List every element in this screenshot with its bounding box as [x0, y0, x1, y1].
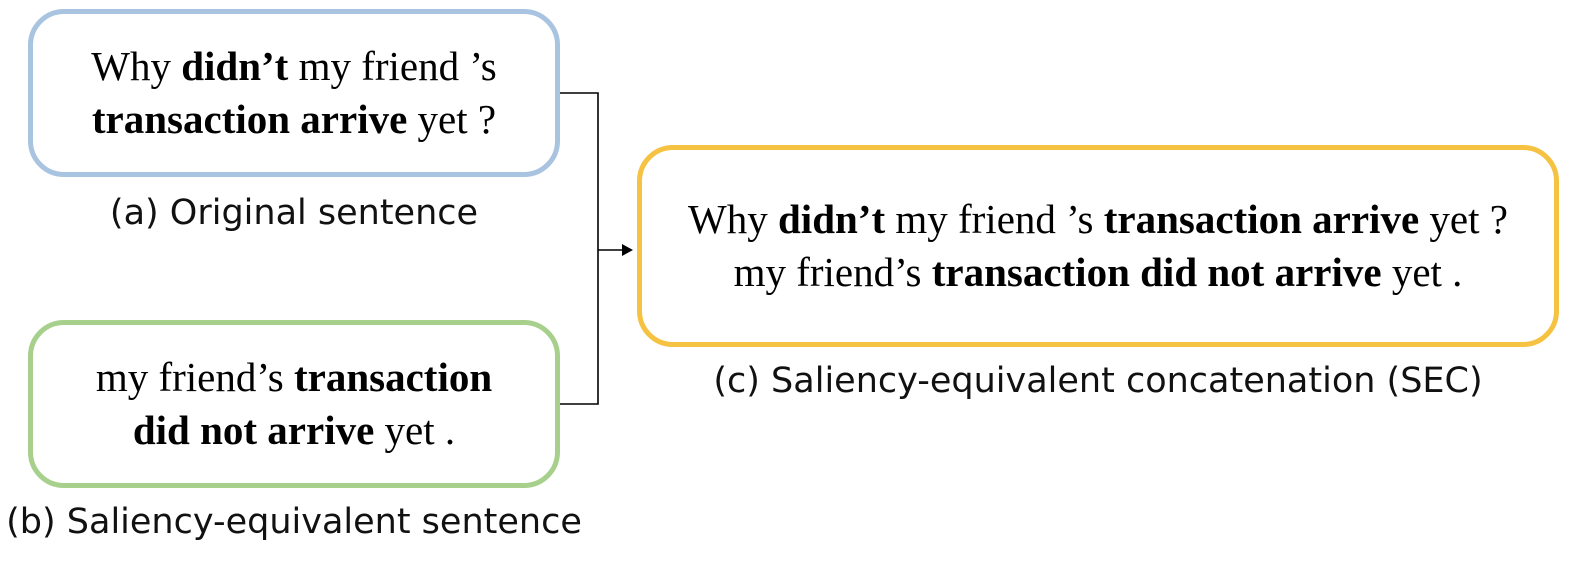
sec-segment: my friend ’s: [885, 196, 1104, 242]
connector-from-saliency-equivalent: [560, 250, 599, 405]
saliency-equivalent-segment: yet .: [374, 407, 456, 453]
saliency-equivalent-sentence-text: my friend’s transaction did not arrive y…: [64, 351, 524, 457]
original-sentence-text: Why didn’t my friend ’s transaction arri…: [64, 40, 524, 146]
sec-text: Why didn’t my friend ’s transaction arri…: [688, 193, 1508, 299]
original-sentence-box: Why didn’t my friend ’s transaction arri…: [28, 9, 560, 177]
saliency-equivalent-segment: transaction: [293, 354, 493, 400]
sec-segment: transaction did not arrive: [931, 249, 1382, 295]
saliency-equivalent-sentence-box: my friend’s transaction did not arrive y…: [28, 320, 560, 488]
original-sentence-caption: (a) Original sentence: [109, 193, 479, 233]
original-segment: didn’t: [181, 43, 289, 89]
saliency-equivalent-sentence-caption: (b) Saliency-equivalent sentence: [6, 502, 582, 542]
sec-line: my friend’s transaction did not arrive y…: [688, 246, 1508, 299]
sec-segment: my friend’s: [733, 249, 932, 295]
original-segment: Why: [91, 43, 182, 89]
sec-segment: transaction arrive: [1103, 196, 1420, 242]
sec-box: Why didn’t my friend ’s transaction arri…: [637, 145, 1559, 347]
sec-caption: (c) Saliency-equivalent concatenation (S…: [713, 361, 1483, 401]
original-segment: transaction arrive: [91, 96, 408, 142]
sec-segment: yet .: [1381, 249, 1463, 295]
arrowhead-icon: [622, 244, 633, 256]
sec-line: Why didn’t my friend ’s transaction arri…: [688, 193, 1508, 246]
sec-segment: yet ?: [1419, 196, 1508, 242]
connector-from-original: [560, 92, 599, 250]
original-segment: my friend ’s: [288, 43, 497, 89]
sec-segment: Why: [688, 196, 778, 242]
sec-segment: didn’t: [778, 196, 886, 242]
original-segment: yet ?: [407, 96, 497, 142]
saliency-equivalent-segment: did not arrive: [132, 407, 375, 453]
saliency-equivalent-segment: my friend’s: [95, 354, 294, 400]
